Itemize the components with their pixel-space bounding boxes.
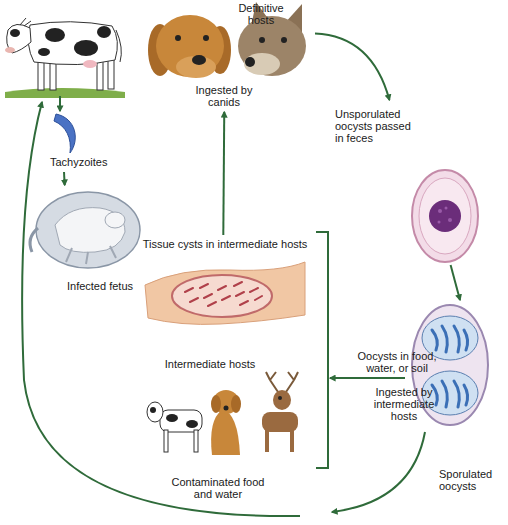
unsporulated-oocyst-part	[419, 178, 471, 254]
intermediate-dog-part	[211, 395, 221, 413]
intermediate-cow-part	[147, 402, 163, 422]
intermediate-host-group: Intermediate hosts	[145, 355, 330, 465]
intermediate-cow-part	[166, 414, 178, 422]
cow-illustration-part	[116, 30, 121, 62]
flow-arrow	[22, 102, 300, 516]
flow-arrow	[451, 265, 460, 300]
stage-label: Tissue cysts in intermediate hosts	[140, 238, 310, 250]
dog-illustration-part	[156, 15, 224, 77]
deer-illustration-part	[290, 430, 294, 452]
unsporulated-oocyst-part	[445, 207, 448, 210]
edge-label: Ingested by canids	[188, 84, 260, 108]
dog-illustration-part	[203, 35, 209, 41]
tachyzoite-illustration-part	[54, 114, 75, 153]
cow-illustration	[5, 18, 125, 98]
cow-illustration-part	[38, 48, 50, 56]
group-bracket	[316, 232, 328, 468]
cow-illustration-part	[28, 22, 117, 65]
dog-illustration	[148, 15, 231, 78]
coyote-illustration-part	[245, 57, 255, 67]
deer-illustration	[262, 372, 298, 452]
cow-illustration-part	[97, 26, 111, 38]
intermediate-cow	[147, 402, 202, 452]
fetus-illustration-part	[105, 212, 125, 228]
fetus-illustration-part	[36, 192, 140, 268]
flow-note: Ingested by intermediate hosts	[372, 386, 436, 422]
tissue-cyst-illustration-part	[145, 262, 305, 324]
unsporulated-oocyst-part	[429, 200, 461, 232]
tissue-cyst-illustration	[145, 262, 305, 324]
sporulated-oocyst-part	[432, 381, 468, 407]
deer-illustration-part	[262, 412, 298, 432]
flow-arrow	[332, 432, 425, 512]
unsporulated-oocyst-part	[412, 170, 478, 262]
flow-note: Contaminated food and water	[166, 476, 270, 500]
tissue-cyst-illustration-part	[172, 275, 272, 317]
flow-arrow	[330, 377, 405, 379]
fetus-illustration-part	[55, 208, 125, 253]
intermediate-cow-part	[150, 407, 156, 413]
stage-label: Intermediate hosts	[150, 358, 270, 370]
flow-arrow	[315, 34, 389, 100]
unsporulated-oocyst-stage: Unsporulated oocysts passed in feces	[335, 100, 505, 265]
dog-illustration-part	[176, 56, 216, 78]
intermediate-dog-part	[224, 406, 229, 411]
cow-illustration-part	[10, 29, 20, 37]
unsporulated-oocyst-part	[438, 221, 441, 224]
deer-illustration-part	[278, 396, 282, 400]
tissue-cyst-stage: Tissue cysts in intermediate hosts	[140, 235, 310, 330]
flow-arrow	[59, 96, 61, 111]
deer-illustration-part	[273, 390, 291, 410]
intermediate-dog-part	[211, 410, 240, 455]
cow-illustration-part	[5, 47, 15, 53]
tachyzoite-illustration	[54, 114, 75, 153]
intermediate-cow-part	[164, 430, 168, 452]
deer-illustration-part	[266, 372, 298, 392]
unsporulated-oocyst-part	[438, 209, 442, 213]
fetus-illustration	[30, 192, 140, 268]
fetus-illustration-part	[66, 246, 116, 264]
intermediate-cow-part	[160, 410, 202, 432]
infected-fetus-stage: Infected fetus	[35, 185, 145, 300]
intermediate-dog-part	[231, 395, 241, 413]
cow-illustration-part	[83, 60, 97, 68]
stage-label: Definitive hosts	[230, 2, 292, 26]
cow-illustration-part	[5, 88, 125, 98]
coyote-illustration-part	[244, 53, 280, 75]
flow-arrow	[222, 112, 225, 235]
stage-label: Sporulated oocysts	[439, 468, 501, 492]
stage-label: Infected fetus	[57, 280, 143, 292]
edge-label: Oocysts in food, water, or soil	[352, 350, 442, 374]
dog-illustration-part	[175, 35, 181, 41]
tissue-cyst-illustration-part	[185, 282, 262, 306]
cow-illustration-part	[74, 40, 98, 56]
dog-illustration-part	[192, 55, 206, 65]
coyote-illustration-part	[281, 37, 287, 43]
unsporulated-oocyst	[412, 170, 478, 262]
deer-illustration-part	[265, 430, 269, 452]
cow-illustration-part	[45, 28, 65, 42]
tachyzoite-stage: Tachyzoites	[40, 110, 120, 172]
intermediate-cow-part	[186, 420, 198, 428]
sporulated-oocyst-part	[432, 326, 468, 352]
intermediate-cow-part	[194, 430, 198, 452]
stage-label: Tachyzoites	[50, 156, 120, 168]
intermediate-dog	[211, 390, 241, 455]
coyote-illustration-part	[259, 37, 265, 43]
fetus-illustration-part	[30, 228, 38, 252]
cow-illustration-part	[20, 18, 31, 26]
flow-arrow	[63, 172, 66, 185]
stage-label: Unsporulated oocysts passed in feces	[335, 108, 419, 144]
unsporulated-oocyst-part	[448, 218, 452, 222]
